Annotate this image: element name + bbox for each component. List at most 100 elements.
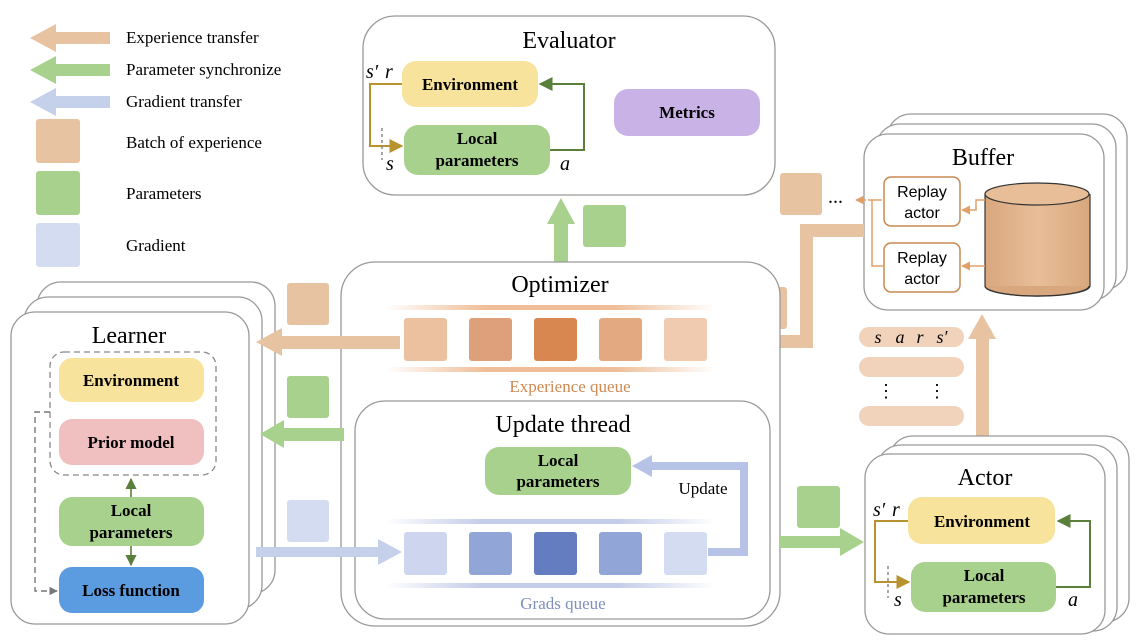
learner-local-params-line1: Local bbox=[111, 501, 152, 520]
actor-action-arrow bbox=[1056, 514, 1091, 588]
evaluator-a: a bbox=[560, 153, 570, 175]
transition-s-prime: s′ bbox=[937, 327, 949, 347]
experience-queue-bar-bottom bbox=[385, 367, 715, 372]
experience-queue-item-3 bbox=[534, 318, 577, 361]
learner-model-group bbox=[49, 351, 217, 476]
learner-title: Learner bbox=[92, 323, 167, 349]
optimizer-local-parameters-box bbox=[485, 447, 631, 495]
replay-storage-cylinder bbox=[984, 182, 1091, 297]
actor-r: r bbox=[892, 499, 900, 521]
transition-s: s bbox=[874, 327, 881, 347]
update-thread-title: Update thread bbox=[495, 412, 630, 438]
transition-row-1 bbox=[859, 327, 964, 347]
replay-actor-box-2 bbox=[883, 242, 961, 293]
tank-to-replay-1-arrow bbox=[961, 199, 985, 215]
learner-local-params-line2: parameters bbox=[89, 523, 172, 542]
grads-queue-item-5 bbox=[664, 532, 707, 575]
evaluator-environment-label: Environment bbox=[422, 75, 518, 94]
evaluator-local-parameters-box bbox=[404, 125, 550, 175]
optimizer-title: Optimizer bbox=[511, 272, 608, 298]
legend-batch-label: Batch of experience bbox=[126, 133, 262, 152]
optimizer-local-params-line2: parameters bbox=[516, 472, 599, 491]
evaluator-environment-box bbox=[402, 61, 538, 107]
actor-local-parameters-box bbox=[911, 562, 1056, 612]
transition-a: a bbox=[896, 327, 905, 347]
buffer-panel: Buffer Replay actor Replay actor bbox=[863, 113, 1128, 311]
param-to-evaluator-arrow bbox=[547, 198, 575, 264]
learner-environment-label: Environment bbox=[83, 371, 179, 390]
model-to-loss-dashed-arrow bbox=[34, 411, 58, 596]
gradient-packet-learner bbox=[287, 500, 329, 542]
grads-queue-label: Grads queue bbox=[520, 594, 605, 613]
param-to-actor-arrow bbox=[780, 528, 864, 556]
legend-batch-swatch bbox=[36, 119, 80, 163]
experience-queue-bar-top bbox=[385, 305, 715, 310]
legend-gradient-swatch bbox=[36, 223, 80, 267]
grads-queue-item-2 bbox=[469, 532, 512, 575]
learner-loss-function-box bbox=[59, 567, 204, 613]
transition-row-2 bbox=[859, 357, 964, 377]
replay-actor-2-line2: actor bbox=[904, 271, 940, 288]
legend-parameters-label: Parameters bbox=[126, 184, 202, 203]
param-packet-evaluator bbox=[583, 205, 626, 247]
actor-environment-label: Environment bbox=[934, 512, 1030, 531]
grads-queue-item-4 bbox=[599, 532, 642, 575]
experience-to-learner-arrow bbox=[256, 328, 400, 356]
optimizer-panel: Optimizer Experience queue Update thread… bbox=[340, 261, 781, 627]
param-to-learner-arrow bbox=[260, 420, 344, 448]
legend-experience-arrow-icon bbox=[30, 24, 110, 52]
experience-packet-buffer bbox=[780, 173, 822, 215]
transition-vdots-2: ⋮ bbox=[928, 381, 946, 401]
actor-panel: Actor Environment Local parameters s′ r … bbox=[864, 435, 1130, 635]
transition-stack: s a r s′ ⋮ ⋮ bbox=[859, 327, 964, 426]
evaluator-metrics-box bbox=[614, 89, 760, 136]
experience-queue-item-5 bbox=[664, 318, 707, 361]
param-packet-learner bbox=[287, 376, 329, 418]
experience-queue-item-4 bbox=[599, 318, 642, 361]
evaluator-state-arrow bbox=[369, 83, 404, 153]
evaluator-action-arrow bbox=[538, 77, 585, 151]
experience-queue-item-1 bbox=[404, 318, 447, 361]
transition-row-3 bbox=[859, 406, 964, 426]
replay-actor-2-line1: Replay bbox=[897, 250, 947, 267]
actor-environment-box bbox=[908, 497, 1055, 544]
actor-to-buffer-arrow bbox=[968, 314, 996, 437]
replay-link-line bbox=[871, 199, 884, 267]
grads-queue-bar-top bbox=[385, 519, 715, 524]
legend-gradient-swatch-label: Gradient bbox=[126, 236, 186, 255]
update-arrow bbox=[632, 455, 748, 556]
learner-loss-function-label: Loss function bbox=[82, 581, 180, 600]
transition-vdots-1: ⋮ bbox=[877, 381, 895, 401]
actor-title: Actor bbox=[958, 465, 1013, 491]
legend-gradient-label: Gradient transfer bbox=[126, 92, 242, 111]
transition-r: r bbox=[916, 327, 924, 347]
learner-prior-model-label: Prior model bbox=[87, 433, 174, 452]
evaluator-s: s bbox=[386, 153, 394, 175]
actor-local-params-line2: parameters bbox=[942, 588, 1025, 607]
legend-parameter-label: Parameter synchronize bbox=[126, 60, 281, 79]
evaluator-metrics-label: Metrics bbox=[659, 103, 715, 122]
evaluator-local-params-line1: Local bbox=[457, 129, 498, 148]
evaluator-s-prime: s′ bbox=[366, 61, 379, 83]
grads-queue-item-3 bbox=[534, 532, 577, 575]
replay-actor-box-1 bbox=[883, 176, 961, 227]
legend-experience-label: Experience transfer bbox=[126, 28, 259, 47]
experience-queue-label: Experience queue bbox=[509, 377, 630, 396]
actor-state-arrow bbox=[874, 520, 911, 589]
actor-s-prime: s′ bbox=[873, 499, 886, 521]
experience-queue-item-2 bbox=[469, 318, 512, 361]
learner-prior-model-box bbox=[59, 419, 204, 465]
evaluator-panel: Evaluator Environment Local parameters M… bbox=[362, 15, 776, 196]
buffer-ellipsis: ... bbox=[828, 186, 843, 208]
grads-queue-item-1 bbox=[404, 532, 447, 575]
grads-queue-bar-bottom bbox=[385, 583, 715, 588]
legend: Experience transfer Parameter synchroniz… bbox=[30, 24, 281, 267]
legend-parameter-arrow-icon bbox=[30, 56, 110, 84]
evaluator-local-params-line2: parameters bbox=[435, 151, 518, 170]
learner-local-parameters-box bbox=[59, 497, 204, 546]
buffer-title: Buffer bbox=[952, 145, 1014, 171]
replay-actor-1-line2: actor bbox=[904, 205, 940, 222]
evaluator-title: Evaluator bbox=[522, 28, 615, 54]
gradient-to-queue-arrow bbox=[256, 539, 402, 565]
